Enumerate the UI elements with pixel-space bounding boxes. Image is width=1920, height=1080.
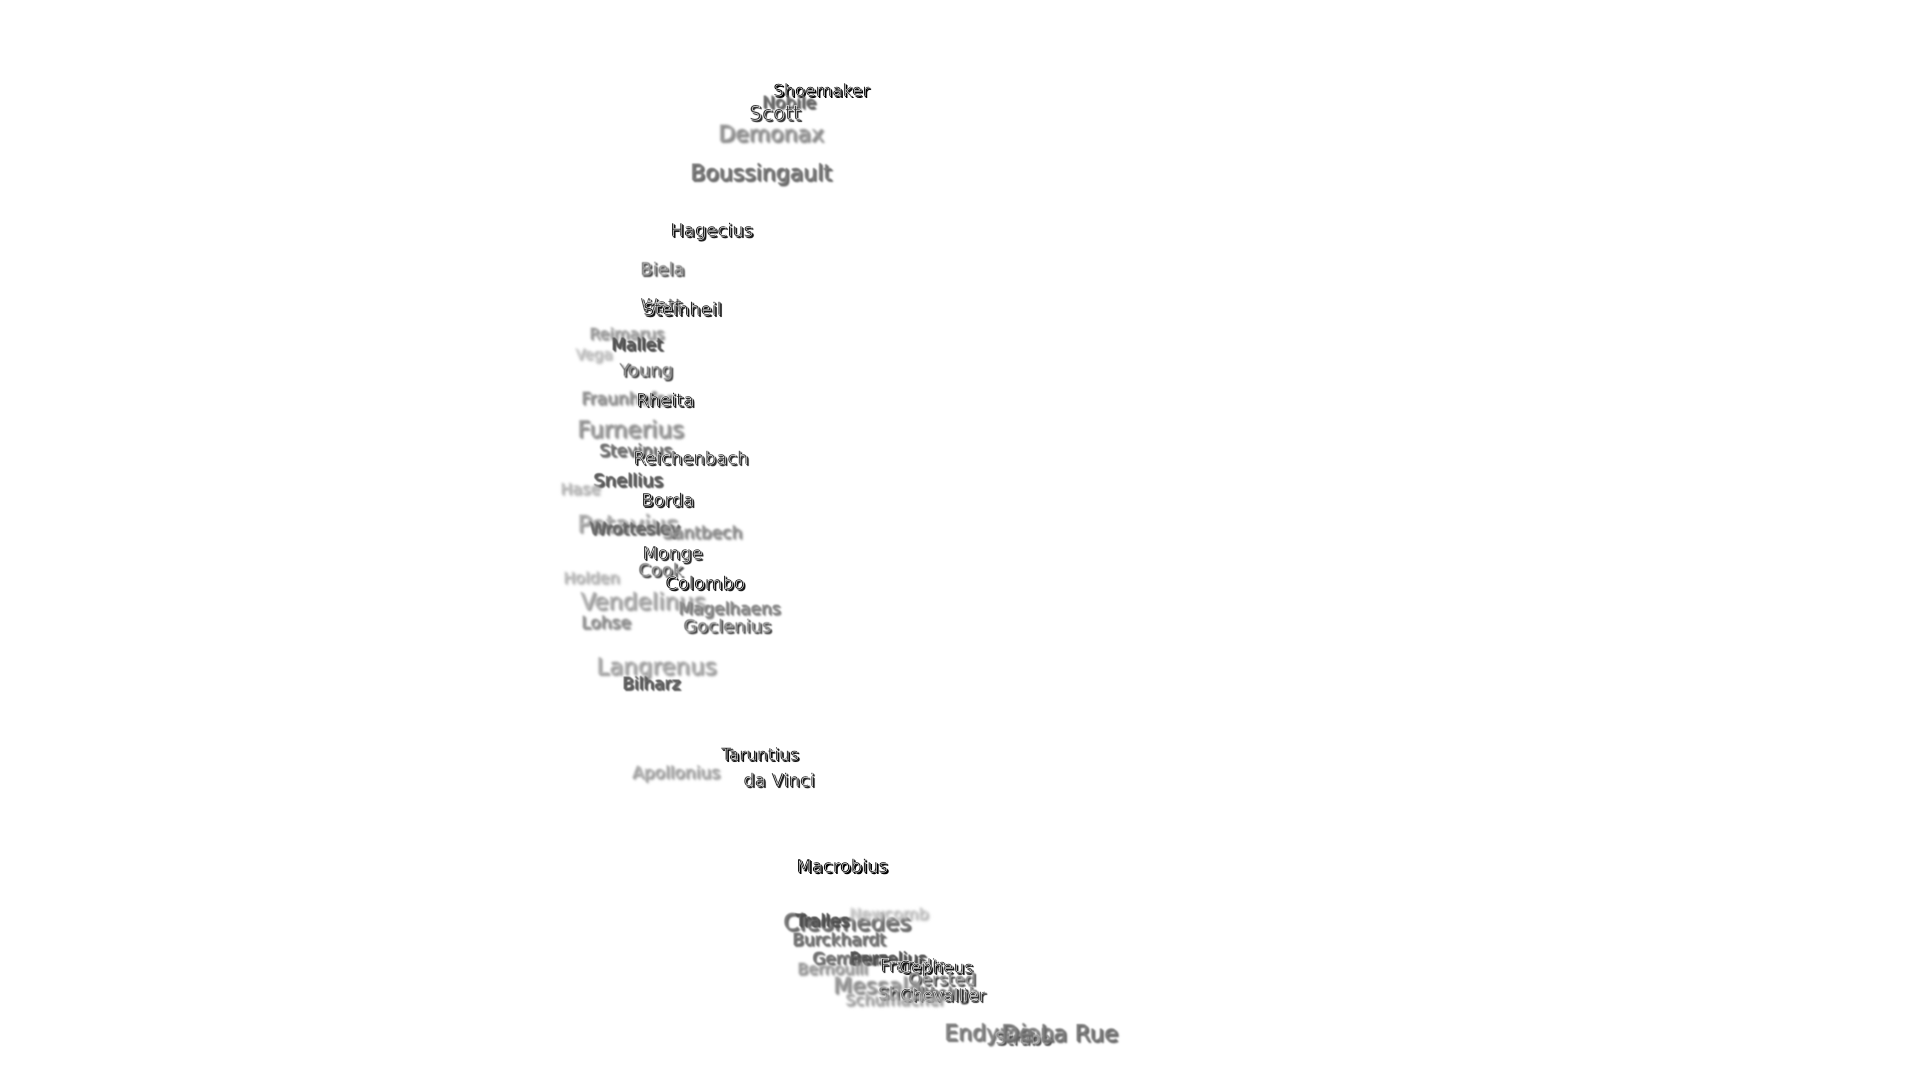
crater-label: Biela — [640, 259, 685, 280]
crater-label: Geminus — [812, 949, 888, 969]
crater-label: Macrobius — [796, 856, 888, 877]
crater-label: Berzelius — [849, 949, 927, 969]
crater-label: Taruntius — [721, 745, 799, 765]
crater-label: Franklin — [880, 956, 947, 976]
crater-label: Tralles — [795, 911, 850, 931]
crater-label: Watt — [640, 295, 682, 316]
crater-label: Mallet — [611, 335, 663, 355]
crater-label: Hooke — [916, 983, 967, 1002]
crater-label: Holden — [563, 568, 620, 587]
crater-label: Reichenbach — [633, 448, 749, 469]
crater-label: Boussingault — [690, 161, 832, 186]
crater-label: Furnerius — [577, 417, 684, 443]
crater-label: Hase — [560, 479, 601, 498]
crater-label: Endymion — [944, 1021, 1054, 1046]
crater-label: Burckhardt — [792, 930, 886, 950]
crater-label: Strabo — [995, 1029, 1052, 1049]
crater-label: Lohse — [581, 613, 631, 633]
crater-label: Schumacher — [845, 990, 945, 1009]
crater-label: Bilharz — [622, 674, 681, 694]
crater-label: da Vinci — [743, 770, 815, 791]
crater-label: Shuckburgh — [878, 984, 980, 1004]
crater-label: Cepheus — [899, 958, 974, 978]
crater-label: Nobile — [762, 93, 816, 113]
crater-label: Scott — [749, 101, 801, 125]
crater-label: Steinheil — [643, 299, 722, 320]
crater-label: Vega — [575, 345, 613, 363]
crater-label: Newcomb — [849, 904, 929, 923]
crater-label: Cook — [638, 560, 684, 581]
crater-label: Apollonius — [632, 763, 720, 783]
crater-label: Magelhaens — [678, 599, 781, 619]
crater-label: Shoemaker — [773, 81, 870, 101]
crater-label: Reimarus — [589, 324, 665, 343]
crater-label: De La Rue — [1001, 1021, 1119, 1047]
crater-label: Snellius — [593, 470, 663, 491]
crater-label: Langrenus — [596, 654, 717, 680]
crater-label: Colombo — [665, 573, 745, 594]
crater-label: Borda — [641, 490, 695, 511]
crater-label: Hagecius — [670, 220, 753, 241]
crater-label: Petavius — [577, 510, 679, 538]
crater-label: Messala — [833, 974, 922, 999]
crater-label: Bernoulli — [797, 959, 868, 978]
crater-label: Young — [619, 360, 673, 381]
crater-label: Wrottesley — [589, 519, 680, 539]
crater-label: Monge — [642, 543, 703, 564]
crater-label: Oersted — [908, 970, 976, 990]
crater-label: Fraunhofer — [581, 389, 674, 409]
crater-label: Chevallier — [900, 986, 986, 1006]
crater-label: Stevinus — [599, 441, 673, 461]
crater-label: Rheita — [636, 390, 695, 411]
crater-label: Goclenius — [683, 616, 772, 637]
crater-label: Vendelinus — [580, 589, 706, 615]
crater-label: Cleomedes — [783, 910, 911, 936]
crater-label: Demonax — [718, 122, 824, 147]
crater-label: Santbech — [662, 523, 743, 543]
